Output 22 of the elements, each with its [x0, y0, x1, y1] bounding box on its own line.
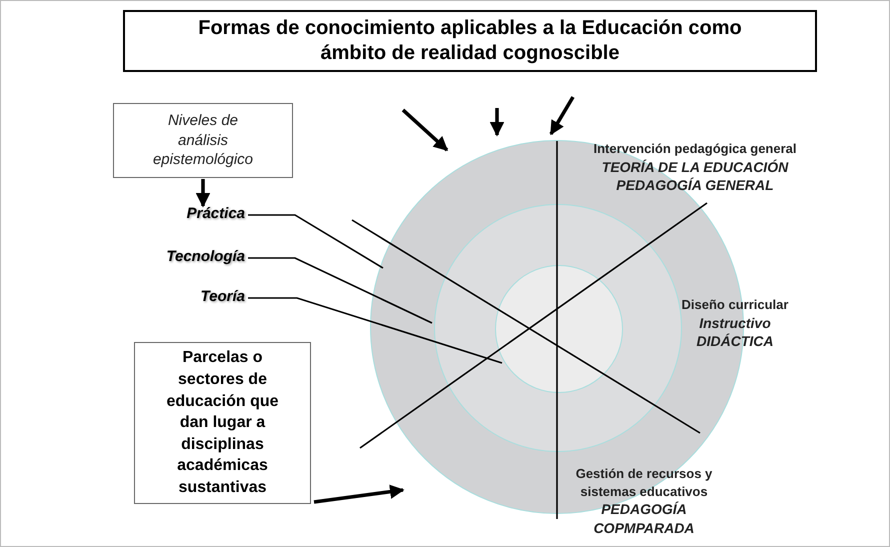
arrow	[549, 96, 575, 136]
sector-title: Gestión de recursos y sistemas educativos	[574, 465, 714, 500]
leader-line	[248, 214, 384, 269]
sector-title: Intervención pedagógica general	[592, 140, 798, 158]
arrow	[490, 108, 504, 136]
leader-line	[248, 257, 432, 324]
text-box: Formas de conocimiento aplicables a la Educación como ámbito de realidad cognoscible	[123, 10, 817, 72]
level-label: Tecnología	[165, 248, 245, 265]
discipline-label: TEORÍA DE LA EDUCACIÓN	[600, 158, 790, 176]
arrow	[196, 179, 210, 208]
level-label: Teoría	[200, 288, 245, 305]
sector-title: Diseño curricular	[680, 296, 790, 314]
text-box: Parcelas o sectores de educación que dan lugar a disciplinas académicas sustantivas	[134, 342, 311, 504]
discipline-label: DIDÁCTICA	[696, 332, 774, 352]
leader-line	[248, 297, 502, 364]
discipline-label: PEDAGOGÍA GENERAL	[615, 176, 775, 196]
discipline-label: Instructivo	[698, 314, 772, 332]
level-label: Práctica	[186, 205, 245, 222]
heading-box: Niveles de análisis epistemológico	[113, 103, 293, 178]
arrow	[402, 108, 448, 152]
arrow	[314, 484, 404, 504]
discipline-label: PEDAGOGÍA COPMPARADA	[592, 500, 696, 538]
